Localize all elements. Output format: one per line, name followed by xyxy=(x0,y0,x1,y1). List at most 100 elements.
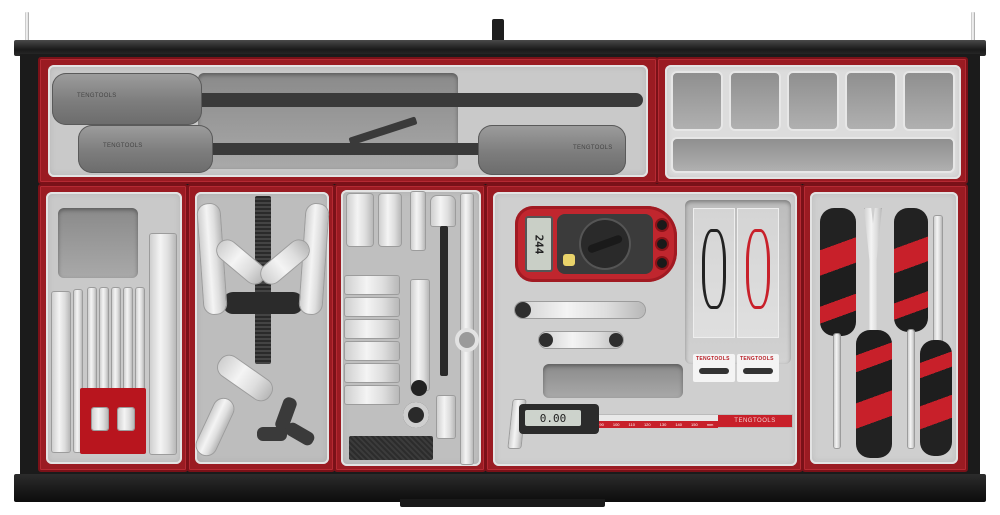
scale-tick: 90 xyxy=(599,422,604,427)
red-lead-coil xyxy=(746,229,770,309)
storage-cup-5[interactable] xyxy=(903,71,955,131)
storage-cup-4[interactable] xyxy=(845,71,897,131)
probe-jack-2 xyxy=(657,239,667,249)
storage-cup-3[interactable] xyxy=(787,71,839,131)
trim-tool-2-handle[interactable] xyxy=(856,330,892,458)
caliper-pocket xyxy=(543,364,683,398)
trim-tool-2-blade xyxy=(864,208,882,338)
drawer-front xyxy=(14,474,986,502)
chisel-large[interactable] xyxy=(150,234,176,454)
adapter-socket[interactable] xyxy=(403,402,429,428)
test-lead-tag-1: TENGTOOLS xyxy=(693,354,735,382)
trim-tool-1-handle[interactable] xyxy=(820,208,856,336)
caliper-brand-plate: TENGTOOLS xyxy=(718,415,792,427)
pry-bar-handle-long[interactable]: TENGTOOLS xyxy=(52,73,202,125)
extension-short[interactable] xyxy=(411,192,425,250)
feeler-gauge-short[interactable] xyxy=(539,332,623,348)
punch-foam xyxy=(46,192,182,464)
scale-tick: 130 xyxy=(659,422,667,427)
bit-socket-6[interactable] xyxy=(345,386,399,404)
punch-holder xyxy=(80,388,146,454)
bit-holder-grip[interactable] xyxy=(349,436,433,460)
tray-puller[interactable] xyxy=(187,184,335,472)
black-lead-coil xyxy=(702,229,726,309)
storage-cup-2[interactable] xyxy=(729,71,781,131)
punch-5[interactable] xyxy=(124,288,132,392)
ratchet-head[interactable] xyxy=(431,196,455,226)
test-lead-black-bag[interactable] xyxy=(693,208,735,338)
tray-trim-tools[interactable] xyxy=(802,184,968,472)
punch-holder-slot-2 xyxy=(118,408,134,430)
bit-socket-1[interactable] xyxy=(345,276,399,294)
multimeter-dial[interactable] xyxy=(581,220,629,268)
pry-bar-shaft-long xyxy=(198,93,643,107)
caliper-reading: 0.00 xyxy=(539,411,567,425)
drawer-front-handle[interactable] xyxy=(400,499,605,507)
deep-socket-2[interactable] xyxy=(379,194,401,246)
puller-third-leg[interactable] xyxy=(193,395,237,459)
probe-jack-3 xyxy=(657,258,667,268)
spinner-handle[interactable] xyxy=(440,226,448,376)
punch-4[interactable] xyxy=(112,288,120,392)
pry-bar-shaft-bent xyxy=(198,143,488,155)
tray-storage[interactable] xyxy=(656,57,968,184)
meter-foam: 244 xyxy=(493,192,797,466)
pry-bar-handle-bent[interactable]: TENGTOOLS xyxy=(78,125,213,173)
bit-socket-2[interactable] xyxy=(345,298,399,316)
bit-socket-5[interactable] xyxy=(345,364,399,382)
punch-cup xyxy=(58,208,138,278)
storage-cup-long[interactable] xyxy=(671,137,955,173)
storage-cup-1[interactable] xyxy=(671,71,723,131)
bit-socket-4[interactable] xyxy=(345,342,399,360)
bit-socket-3[interactable] xyxy=(345,320,399,338)
punch-6[interactable] xyxy=(136,288,144,392)
hold-button[interactable] xyxy=(563,254,575,266)
digital-caliper[interactable]: 70 80 90 100 110 120 130 140 150 mm TENG… xyxy=(497,400,797,450)
multimeter-reading: 244 xyxy=(532,234,546,254)
socket-adapter-ring[interactable] xyxy=(455,328,479,352)
drawer-latch[interactable] xyxy=(492,19,504,43)
gauge-pivot xyxy=(515,302,531,318)
t-handle-knob xyxy=(411,380,427,396)
punch-1[interactable] xyxy=(74,290,82,452)
tray-sockets[interactable] xyxy=(334,184,486,472)
feeler-gauge-long[interactable] xyxy=(515,302,645,318)
gauge-pivot xyxy=(609,333,623,347)
adapter-arm xyxy=(257,427,287,441)
t-handle[interactable] xyxy=(411,280,429,390)
universal-joint[interactable] xyxy=(437,396,455,438)
probe-jack-1 xyxy=(657,220,667,230)
digital-multimeter[interactable]: 244 xyxy=(515,206,677,282)
scale-tick: 110 xyxy=(628,422,635,427)
puller-foam xyxy=(193,192,329,464)
tag-brand: TENGTOOLS xyxy=(696,356,730,362)
trim-tool-4-handle[interactable] xyxy=(920,340,952,456)
trim-tool-3-handle[interactable] xyxy=(894,208,928,332)
storage-insert xyxy=(665,65,961,179)
punch-3[interactable] xyxy=(100,288,108,392)
punch-holder-slot-1 xyxy=(92,408,108,430)
tag-hang-slot xyxy=(699,368,729,374)
puller-three-way-adapter[interactable] xyxy=(257,395,317,453)
drawer-back-edge xyxy=(14,40,986,56)
trim-foam xyxy=(810,192,958,464)
test-lead-red-bag[interactable] xyxy=(737,208,779,338)
chisel-small[interactable] xyxy=(52,292,70,452)
deep-socket-1[interactable] xyxy=(347,194,373,246)
tray-pry-bars[interactable]: TENGTOOLS TENGTOOLS TENGTOOLS xyxy=(38,57,658,184)
pry-bar-handle-right[interactable]: TENGTOOLS xyxy=(478,125,626,175)
brand-mark: TENGTOOLS xyxy=(103,143,143,149)
caliper-head: 0.00 xyxy=(519,404,599,434)
scale-tick: 120 xyxy=(643,422,651,427)
tray-multimeter[interactable]: 244 xyxy=(485,184,803,472)
puller-yoke xyxy=(223,292,303,314)
caliper-display: 0.00 xyxy=(525,410,581,426)
dial-pointer xyxy=(586,234,624,254)
punch-2[interactable] xyxy=(88,288,96,392)
tray-punch-chisel[interactable] xyxy=(38,184,188,472)
test-lead-tag-2: TENGTOOLS xyxy=(737,354,779,382)
multimeter-display: 244 xyxy=(525,216,553,272)
pry-bar-foam: TENGTOOLS TENGTOOLS TENGTOOLS xyxy=(48,65,648,177)
trim-tool-3-shaft xyxy=(908,330,914,448)
